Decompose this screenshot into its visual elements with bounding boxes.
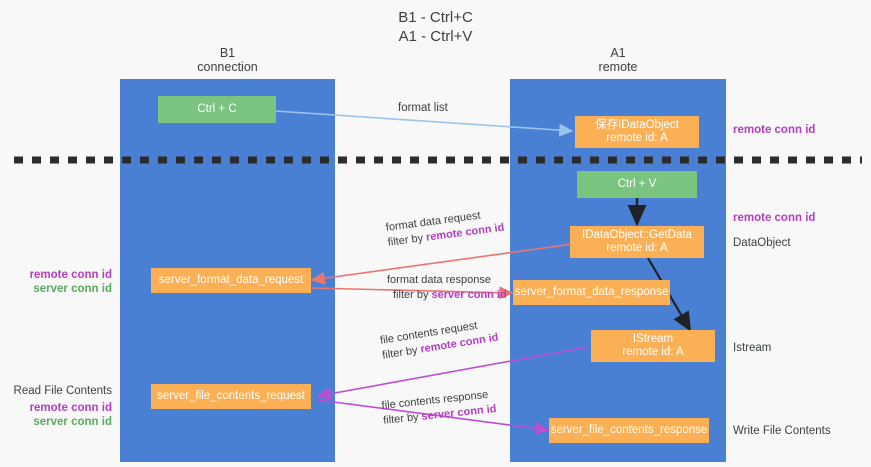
node-save-idataobject[interactable]: 保存IDataObject remote id: A	[575, 116, 699, 148]
edge-label-line2: filter by server conn id	[393, 288, 507, 303]
node-idataobject-getdata[interactable]: IDataObject::GetData remote id: A	[570, 226, 704, 258]
annotation-right-remote-conn-id-mid: remote conn id	[733, 212, 816, 224]
page-title: B1 - Ctrl+C A1 - Ctrl+V	[398, 9, 473, 45]
annotation-right-write-file-contents: Write File Contents	[733, 425, 831, 437]
filter-by-text: filter by	[382, 410, 423, 427]
node-istream[interactable]: IStream remote id: A	[591, 330, 715, 362]
lane-header-a1: A1 remote	[598, 46, 638, 74]
edge-label-file-contents-request: file contents request filter by remote c…	[379, 316, 500, 364]
node-server-format-data-response[interactable]: server_format_data_response	[513, 280, 670, 305]
annotation-right-remote-conn-id-top: remote conn id	[733, 124, 816, 136]
edge-label-format-data-response: format data response filter by server co…	[387, 273, 507, 303]
annotation-left-remote-conn-id-bot: remote conn id	[29, 402, 112, 414]
annotation-right-istream: Istream	[733, 342, 772, 354]
edge-label-line1: format data response	[387, 274, 491, 286]
edge-label-file-contents-response: file contents response filter by server …	[381, 387, 497, 429]
filter-by-text: filter by	[393, 289, 432, 301]
lane-header-b1: B1 connection	[197, 46, 258, 74]
conn-id-key: server conn id	[431, 289, 507, 301]
node-server-file-contents-request[interactable]: server_file_contents_request	[151, 384, 311, 409]
edge-label-format-data-request: format data request filter by remote con…	[385, 206, 505, 251]
node-ctrl-c[interactable]: Ctrl + C	[158, 96, 276, 123]
annotation-right-dataobject: DataObject	[733, 237, 791, 249]
annotation-left-read-file-contents: Read File Contents	[13, 385, 112, 397]
annotation-left-server-conn-id-mid: server conn id	[33, 283, 112, 295]
annotation-left-remote-conn-id-mid: remote conn id	[29, 269, 112, 281]
filter-by-text: filter by	[381, 343, 422, 362]
node-server-file-contents-response[interactable]: server_file_contents_response	[549, 418, 709, 443]
node-ctrl-v[interactable]: Ctrl + V	[577, 171, 697, 198]
node-server-format-data-request[interactable]: server_format_data_request	[151, 268, 311, 293]
edge-label-format-list: format list	[398, 102, 448, 114]
annotation-left-server-conn-id-bot: server conn id	[33, 416, 112, 428]
filter-by-text: filter by	[387, 231, 427, 249]
